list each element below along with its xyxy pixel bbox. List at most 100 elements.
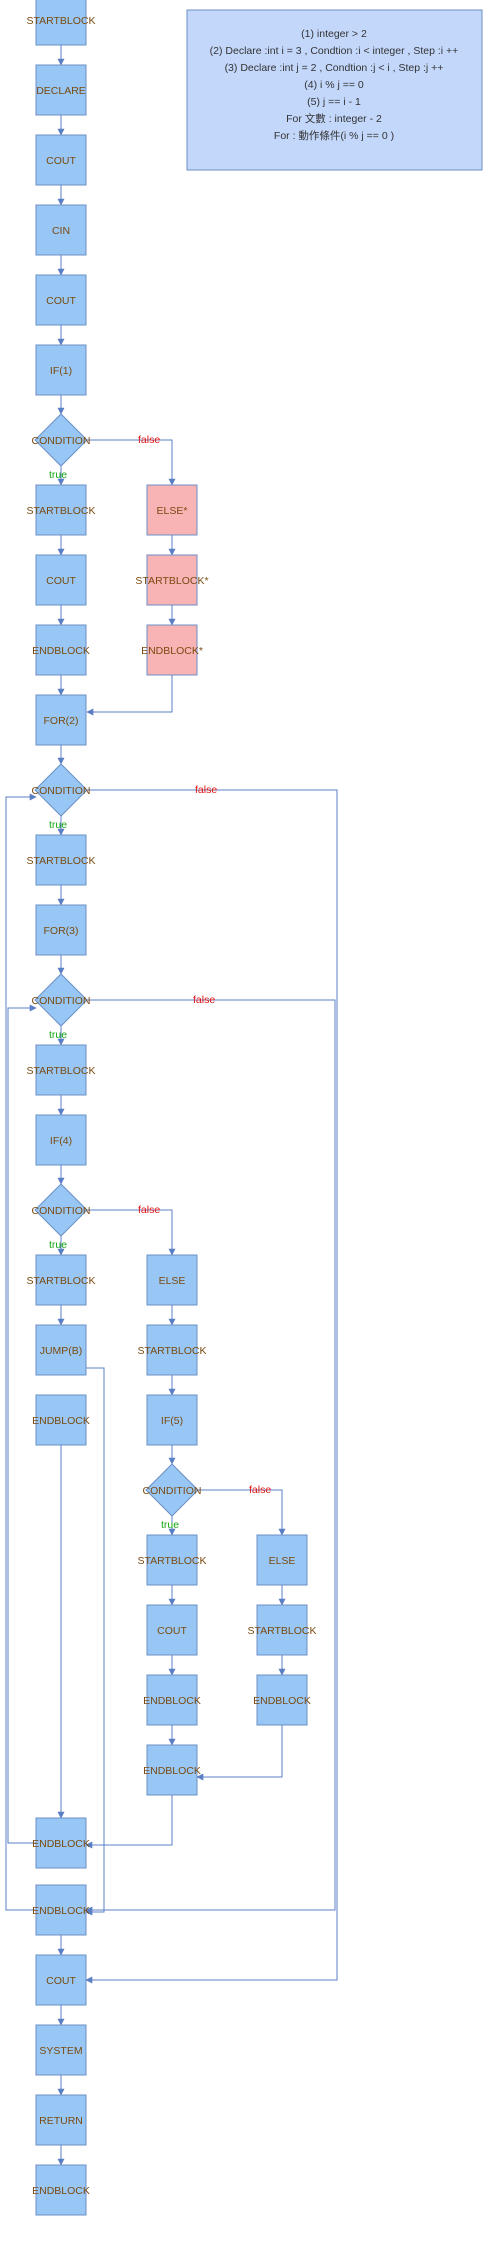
legend-note-line: For 文數 : integer - 2: [286, 112, 382, 125]
node-box: [35, 64, 87, 116]
node-p1: ELSE*: [146, 484, 198, 536]
edge-d3-false: [85, 999, 336, 1914]
node-n18: ENDBLOCK: [32, 1817, 90, 1869]
node-box: [35, 1884, 87, 1936]
node-f2: STARTBLOCK: [247, 1604, 317, 1656]
true-label: true: [49, 819, 67, 831]
node-box: [35, 624, 87, 676]
node-n14: IF(4): [35, 1114, 87, 1166]
node-n2: DECLARE: [35, 64, 87, 116]
node-box: [35, 1817, 87, 1869]
node-box: [35, 1254, 87, 1306]
node-box: [35, 1044, 87, 1096]
node-label: COUT: [46, 575, 76, 587]
node-label: IF(5): [161, 1415, 183, 1427]
node-box: [35, 2024, 87, 2076]
node-box: [146, 1534, 198, 1586]
legend-note-line: (1) integer > 2: [301, 28, 367, 40]
true-label: true: [49, 1029, 67, 1041]
condition-diamond: [34, 413, 88, 467]
node-box: [256, 1534, 308, 1586]
node-label: CONDITION: [32, 785, 91, 797]
node-label: ENDBLOCK*: [141, 645, 203, 657]
node-label: ELSE*: [157, 505, 188, 517]
node-n7: STARTBLOCK: [26, 484, 96, 536]
edge-n18-loop-d3: [7, 1004, 37, 1844]
legend-note-line: (5) j == i - 1: [307, 96, 361, 108]
legend-note-line: (4) i % j == 0: [304, 79, 364, 91]
node-label: STARTBLOCK: [26, 855, 95, 867]
node-d1: CONDITION: [32, 413, 90, 467]
node-box: [146, 1324, 198, 1376]
node-n12: FOR(3): [35, 904, 87, 956]
node-label: STARTBLOCK: [26, 15, 95, 27]
edge-d1-false: [87, 439, 176, 486]
node-box: [35, 554, 87, 606]
node-n22: RETURN: [35, 2094, 87, 2146]
edge-labels-layer: truefalsetruefalsetruefalsetruefalsetrue…: [49, 434, 271, 1531]
condition-diamond: [34, 763, 88, 817]
node-d5: CONDITION: [143, 1463, 202, 1517]
node-label: CONDITION: [32, 995, 91, 1007]
node-label: ELSE: [269, 1555, 296, 1567]
node-box: [256, 1674, 308, 1726]
node-label: STARTBLOCK: [26, 1275, 95, 1287]
node-label: FOR(3): [44, 925, 79, 937]
node-f3: ENDBLOCK: [253, 1674, 311, 1726]
node-n17: ENDBLOCK: [32, 1394, 90, 1446]
node-label: IF(4): [50, 1135, 72, 1147]
node-box: [35, 1954, 87, 2006]
node-n15: STARTBLOCK: [26, 1254, 96, 1306]
node-n11: STARTBLOCK: [26, 834, 96, 886]
node-box-highlighted: [146, 484, 198, 536]
node-n9: ENDBLOCK: [32, 624, 90, 676]
condition-diamond: [145, 1463, 199, 1517]
node-label: STARTBLOCK: [26, 505, 95, 517]
node-label: STARTBLOCK: [247, 1625, 316, 1637]
node-box: [35, 274, 87, 326]
legend-note: (1) integer > 2 (2) Declare :int i = 3 ,…: [186, 9, 483, 171]
node-e7: ENDBLOCK: [143, 1744, 201, 1796]
node-n10: FOR(2): [35, 694, 87, 746]
node-p2: STARTBLOCK*: [135, 554, 209, 606]
node-box: [35, 904, 87, 956]
node-label: ELSE: [159, 1275, 186, 1287]
edge-d4-false: [87, 1209, 176, 1256]
condition-diamond: [34, 1183, 88, 1237]
node-d4: CONDITION: [32, 1183, 91, 1237]
false-label: false: [138, 434, 160, 446]
node-n20: COUT: [35, 1954, 87, 2006]
node-label: ENDBLOCK: [32, 645, 90, 657]
node-e2: STARTBLOCK: [137, 1324, 207, 1376]
node-box: [35, 1114, 87, 1166]
edges-layer: [5, 45, 338, 2166]
node-n13: STARTBLOCK: [26, 1044, 96, 1096]
true-label: true: [49, 1239, 67, 1251]
node-box: [35, 694, 87, 746]
node-label: CONDITION: [143, 1485, 202, 1497]
node-e6: ENDBLOCK: [143, 1674, 201, 1726]
node-label: ENDBLOCK: [143, 1765, 201, 1777]
edge-f3-e7: [196, 1725, 283, 1781]
node-box: [146, 1744, 198, 1796]
node-box: [35, 204, 87, 256]
legend-note-box: [186, 9, 483, 171]
node-box: [35, 1324, 87, 1376]
node-box: [35, 2164, 87, 2216]
node-box-highlighted: [146, 554, 198, 606]
true-label: true: [49, 469, 67, 481]
edge-jumpb-n19: [85, 1367, 105, 1916]
node-label: CONDITION: [32, 1205, 91, 1217]
node-box-highlighted: [146, 624, 198, 676]
node-box: [35, 0, 87, 46]
node-box: [146, 1394, 198, 1446]
node-d2: CONDITION: [32, 763, 91, 817]
node-e5: COUT: [146, 1604, 198, 1656]
edge-e7-n18: [85, 1795, 173, 1849]
node-label: COUT: [46, 155, 76, 167]
node-label: ENDBLOCK: [32, 2185, 90, 2197]
node-box: [35, 344, 87, 396]
legend-note-line: For : 動作條件(i % j == 0 ): [274, 129, 394, 142]
false-label: false: [138, 1204, 160, 1216]
node-label: RETURN: [39, 2115, 83, 2127]
